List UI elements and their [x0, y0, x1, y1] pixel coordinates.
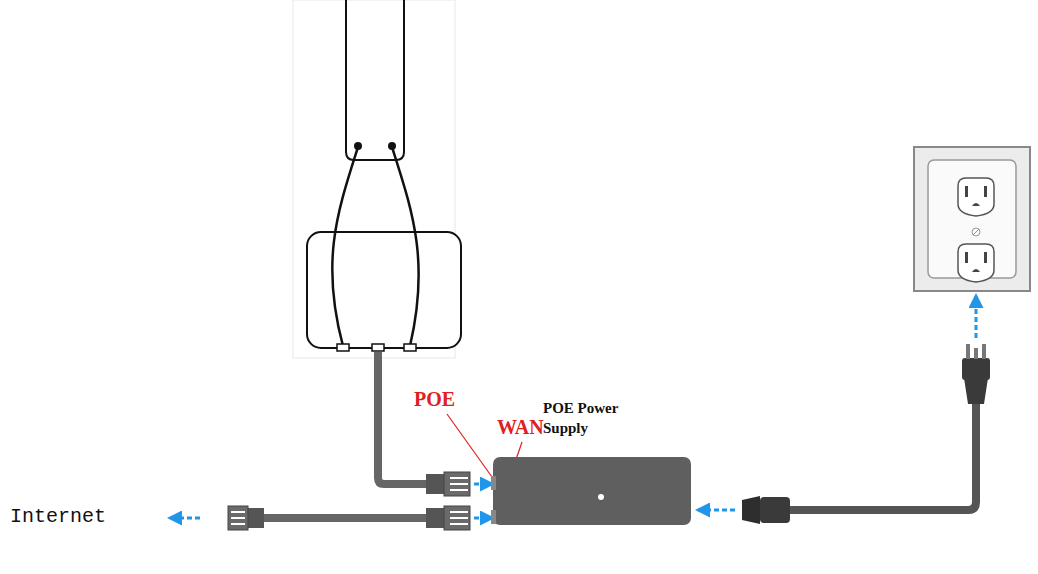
rj45-plug — [426, 472, 470, 496]
poe-cable — [378, 352, 428, 484]
rj45-plug — [426, 506, 470, 530]
port-label: WAN — [497, 416, 544, 439]
direction-arrow — [474, 517, 492, 520]
wan-cable — [262, 514, 428, 522]
power-supply-body — [493, 457, 691, 525]
power-cord — [790, 402, 976, 510]
leader-line — [447, 414, 497, 484]
port — [372, 344, 384, 351]
antenna-cable — [332, 147, 358, 346]
port — [404, 344, 416, 351]
antenna-cable — [392, 147, 419, 346]
port-label: POE — [414, 388, 455, 411]
antenna-connector — [388, 142, 396, 150]
device-title: POE Power Supply — [543, 398, 653, 438]
rj45-plug — [228, 506, 264, 530]
direction-arrow — [170, 517, 200, 520]
device-box — [307, 232, 461, 348]
antenna — [346, 0, 404, 160]
ac-plug — [962, 344, 990, 404]
port — [337, 344, 349, 351]
ac-connector — [742, 496, 790, 524]
network-label: Internet — [10, 505, 106, 528]
direction-arrow — [698, 509, 735, 512]
direction-arrow — [474, 483, 492, 486]
port — [491, 510, 496, 524]
port — [491, 476, 496, 490]
antenna-connector — [354, 142, 362, 150]
led — [598, 494, 604, 500]
wall-outlet — [914, 147, 1030, 291]
direction-arrow — [975, 296, 978, 338]
